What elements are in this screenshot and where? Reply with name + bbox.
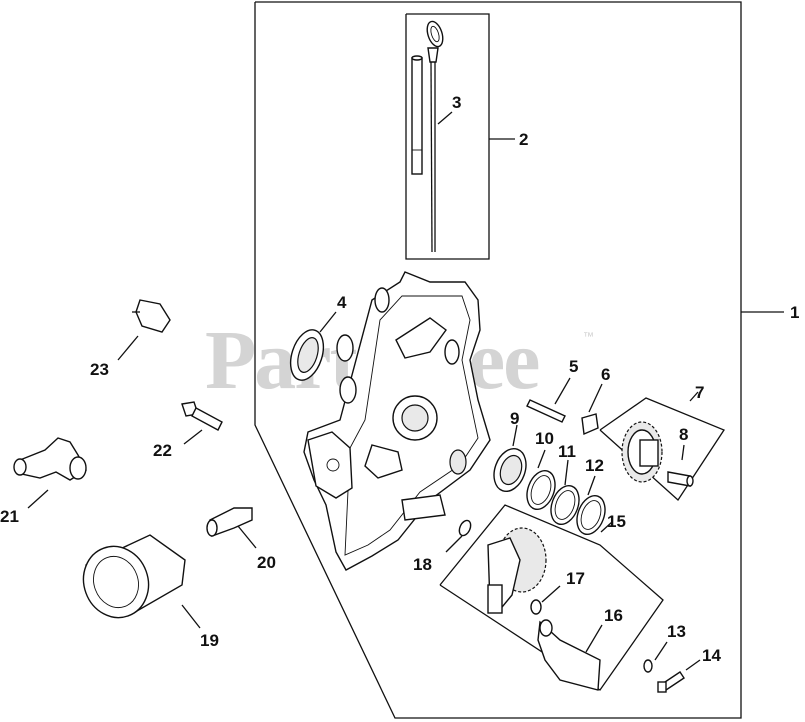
callout-15[interactable]: 15	[607, 512, 626, 531]
bearing-seal[interactable]	[488, 444, 531, 496]
callout-7[interactable]: 7	[695, 383, 704, 402]
callout-11[interactable]: 11	[558, 442, 576, 461]
oil-seal[interactable]	[285, 326, 330, 385]
callout-17[interactable]: 17	[566, 569, 585, 588]
pickup-screen[interactable]	[537, 619, 601, 691]
watermark-trademark: ™	[583, 331, 594, 343]
o-ring-17[interactable]	[530, 599, 542, 615]
governor-gear[interactable]	[621, 421, 663, 483]
callout-23[interactable]: 23	[90, 360, 109, 379]
oil-filter[interactable]	[74, 534, 186, 627]
washer[interactable]	[643, 659, 653, 673]
dipstick-box	[405, 13, 490, 260]
closure-plate[interactable]	[303, 271, 491, 571]
callout-5[interactable]: 5	[569, 357, 578, 376]
oil-pressure-switch[interactable]	[132, 299, 171, 333]
retaining-clip[interactable]	[581, 413, 599, 436]
governor-shaft-pin[interactable]	[667, 471, 694, 487]
callout-20[interactable]: 20	[257, 553, 276, 572]
callout-6[interactable]: 6	[601, 365, 610, 384]
leader-lines	[27, 111, 784, 671]
dowel-pin[interactable]	[526, 399, 566, 423]
o-ring-18[interactable]	[457, 519, 473, 538]
hex-screw[interactable]	[657, 671, 685, 693]
callout-4[interactable]: 4	[337, 293, 347, 312]
elbow-fitting[interactable]	[13, 437, 87, 481]
callout-labels: 1 2 3 4 5 6 7 8 9 10 11 12 13 14 15 16 1…	[0, 93, 799, 665]
dipstick[interactable]	[424, 19, 445, 253]
callout-9[interactable]: 9	[510, 409, 519, 428]
callout-19[interactable]: 19	[200, 631, 219, 650]
oil-pump[interactable]	[487, 527, 547, 614]
o-ring-10[interactable]	[522, 467, 560, 513]
callout-13[interactable]: 13	[667, 622, 686, 641]
callout-16[interactable]: 16	[604, 606, 623, 625]
callout-3[interactable]: 3	[452, 93, 461, 112]
o-ring-11[interactable]	[546, 482, 584, 528]
dipstick-tube[interactable]	[411, 55, 423, 175]
hex-bolt[interactable]	[181, 401, 223, 431]
callout-10[interactable]: 10	[535, 429, 554, 448]
callout-22[interactable]: 22	[153, 441, 172, 460]
assembly-frame	[254, 1, 742, 719]
callout-2[interactable]: 2	[519, 130, 528, 149]
callout-12[interactable]: 12	[585, 456, 604, 475]
o-ring-12[interactable]	[572, 492, 610, 538]
adapter-fitting[interactable]	[206, 507, 253, 537]
callout-14[interactable]: 14	[702, 646, 721, 665]
callout-21[interactable]: 21	[0, 507, 19, 526]
callout-1[interactable]: 1	[790, 303, 799, 322]
callout-8[interactable]: 8	[679, 425, 688, 444]
callout-18[interactable]: 18	[413, 555, 432, 574]
